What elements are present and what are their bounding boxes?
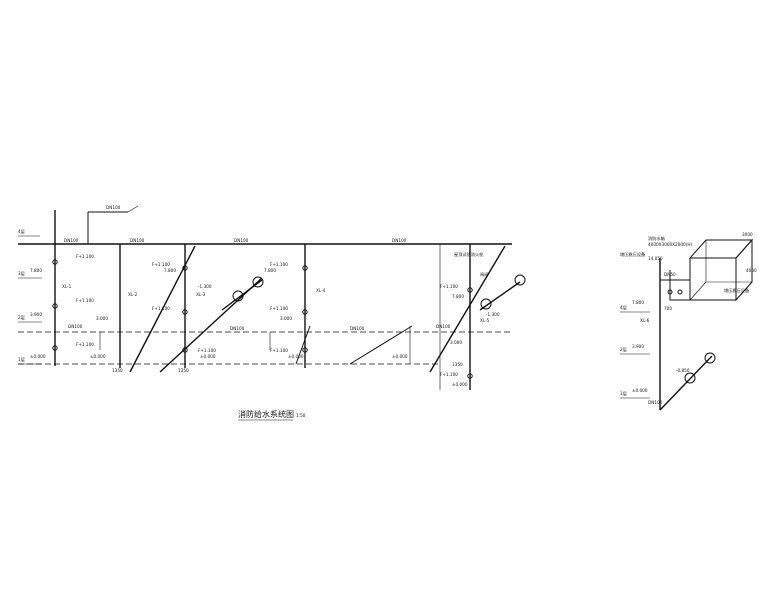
- iso-pipe-5: [479, 281, 521, 311]
- depth-label: -1.300: [198, 284, 212, 289]
- floor-label: 3层: [18, 271, 25, 277]
- pipe-size-label: DN100: [436, 324, 451, 329]
- dim-label: 1350: [178, 368, 189, 373]
- floor-label: 1层: [620, 391, 627, 397]
- pipe-circle-marker: [514, 274, 526, 286]
- level-marks-left: [18, 235, 42, 365]
- elevation-label: 3.900: [632, 344, 644, 349]
- hydrant-height: F+1.100: [76, 298, 94, 303]
- elevation-label: 3.900: [30, 312, 42, 317]
- hydrant-height: F+1.100: [152, 306, 170, 311]
- hydrant-height: F+1.100: [76, 342, 94, 347]
- riser-label: XL-6: [640, 318, 650, 323]
- valve-marker: [667, 289, 673, 295]
- pipe-circle-marker: [480, 298, 492, 310]
- depth-label: -1.300: [486, 312, 500, 317]
- pipe-size-label: DN100: [68, 324, 83, 329]
- elevation-label: ±0.000: [288, 354, 304, 359]
- pump-note: 增压稳压设备: [620, 251, 646, 258]
- hydrant-height: F+1.100: [440, 284, 458, 289]
- elevation-label: 14.050: [648, 256, 663, 261]
- drop-lines: [99, 244, 441, 390]
- elevation-label: ±0.000: [632, 388, 648, 393]
- elevation-label: 7.800: [452, 294, 464, 299]
- hydrant-height: F+1.100: [270, 348, 288, 353]
- hydrant-height: F+1.100: [76, 254, 94, 259]
- dim-label: 700: [664, 306, 672, 311]
- pipe-size-label: DN100: [130, 238, 145, 243]
- pipe-size-label: DN100: [64, 238, 79, 243]
- iso-pipe-7: [295, 325, 311, 365]
- pipe-circle-marker: [684, 372, 696, 384]
- pipe-size-label: DN100: [234, 238, 249, 243]
- elevation-label: 7.800: [632, 300, 644, 305]
- dim-label: 1350: [112, 368, 123, 373]
- dim-label: 1350: [452, 362, 463, 367]
- dim-label: 3000: [742, 232, 753, 237]
- elevation-label: 7.800: [164, 268, 176, 273]
- elevation-label: ±0.000: [452, 382, 468, 387]
- floor-label: 2层: [620, 347, 627, 353]
- hydrant-height: F+1.100: [270, 262, 288, 267]
- floor-label: 1层: [18, 357, 25, 363]
- elevation-label: 7.800: [264, 268, 276, 273]
- elevation-label: 7.800: [30, 268, 42, 273]
- elevation-label: ±0.000: [90, 354, 106, 359]
- elevation-label: 3.000: [96, 316, 108, 321]
- iso-pipe-1: [129, 245, 196, 373]
- diagram-title: 消防给水系统图: [238, 409, 294, 419]
- pipe-size-label: DN100: [230, 326, 245, 331]
- elevation-label: ±0.000: [30, 354, 46, 359]
- tank-connection-2: [669, 270, 690, 301]
- diagram-scale: 1:50: [296, 413, 306, 418]
- pipe-size-label: DN50: [664, 272, 676, 277]
- hydrant-height: F+1.100: [152, 262, 170, 267]
- leader: [127, 205, 139, 213]
- floor-label: 4层: [620, 305, 627, 311]
- tank-size-label: 4000X3000X2000(H): [648, 242, 692, 247]
- iso-pipe-4: [429, 245, 506, 373]
- iso-pipe-6: [349, 325, 413, 365]
- pipe-size-label: DN100: [350, 326, 365, 331]
- riser-label: XL-1: [62, 284, 72, 289]
- level-marks-right: [620, 311, 650, 399]
- hydrant-height: F+1.100: [198, 348, 216, 353]
- pipe-circle-marker: [252, 276, 264, 288]
- pipe-size-label: DN100: [392, 238, 407, 243]
- iso-pipe-right: [659, 355, 713, 411]
- pipe-circle-marker: [704, 352, 716, 364]
- floor-label: 2层: [18, 315, 25, 321]
- dim-label: 4000: [746, 268, 757, 273]
- floor-label: 4层: [18, 229, 25, 235]
- water-tank: [688, 238, 754, 302]
- depth-label: -0.850: [676, 368, 690, 373]
- elevation-label: ±0.000: [200, 354, 216, 359]
- tank-label: 消防水箱: [648, 235, 665, 242]
- riser-label: XL-4: [316, 288, 326, 293]
- valve-marker: [677, 289, 683, 295]
- valve-note: 闸阀: [480, 271, 488, 278]
- iso-pipe-3: [221, 279, 263, 311]
- riser-label: XL-2: [128, 292, 138, 297]
- hydrant-markers: [52, 259, 473, 379]
- pipe-circle-marker: [232, 290, 244, 302]
- roof-pipe-label: DN100: [106, 205, 121, 210]
- riser-label: XL-5: [480, 318, 490, 323]
- elevation-label: 3.000: [450, 340, 462, 345]
- hydrant-height: F+1.100: [440, 372, 458, 377]
- pump-label: 增压稳压设备: [724, 287, 750, 294]
- elevation-label: 3.000: [280, 316, 292, 321]
- pipe-size-label: DN100: [648, 400, 663, 405]
- elevation-label: ±0.000: [392, 354, 408, 359]
- riser-label: XL-3: [196, 292, 206, 297]
- iso-pipe-2: [159, 277, 263, 373]
- roof-hydrant-note: 屋顶试验消火栓: [454, 251, 484, 258]
- hydrant-height: F+1.100: [270, 306, 288, 311]
